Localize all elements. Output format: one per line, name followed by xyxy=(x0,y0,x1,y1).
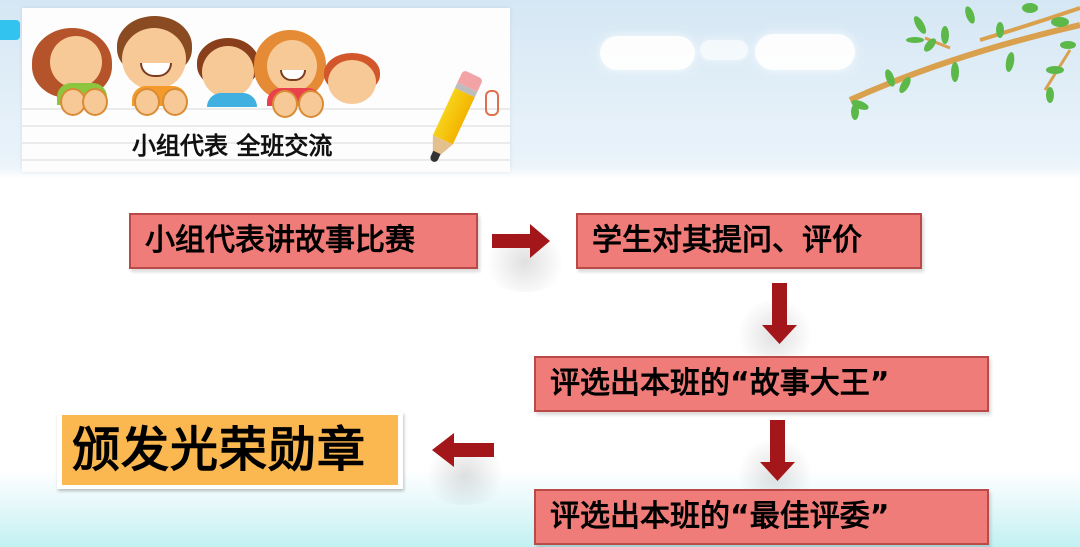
child-face xyxy=(202,46,254,98)
result-label: 颁发光荣勋章 xyxy=(62,415,398,485)
flow-step-4: 评选出本班的“最佳评委” xyxy=(534,489,989,545)
flow-step-label: 评选出本班的“故事大王” xyxy=(550,366,890,401)
child-face xyxy=(122,28,186,90)
cloud xyxy=(700,40,748,60)
banner-title: 小组代表 全班交流 xyxy=(132,132,333,160)
child-hand xyxy=(162,88,188,116)
flow-step-1: 小组代表讲故事比赛 xyxy=(129,213,478,269)
child-face xyxy=(267,40,317,92)
flow-step-label: 小组代表讲故事比赛 xyxy=(145,223,415,258)
arrow-down-icon xyxy=(760,420,795,481)
arrow-left-icon xyxy=(432,433,494,467)
cloud xyxy=(600,36,695,70)
tree-branch-illustration xyxy=(848,3,1080,120)
flow-step-3: 评选出本班的“故事大王” xyxy=(534,356,989,412)
result-badge: 颁发光荣勋章 xyxy=(57,412,403,489)
flow-step-2: 学生对其提问、评价 xyxy=(576,213,922,269)
child-hand xyxy=(60,88,86,116)
child-hand xyxy=(82,88,108,116)
flow-step-label: 学生对其提问、评价 xyxy=(592,223,862,258)
child-face xyxy=(328,60,376,104)
decor-strip xyxy=(0,20,20,40)
child-face xyxy=(50,36,102,88)
child-shirt xyxy=(207,93,257,107)
child-hand xyxy=(272,90,298,118)
flow-step-label: 评选出本班的“最佳评委” xyxy=(550,499,890,534)
child-hand xyxy=(298,90,324,118)
cloud xyxy=(755,34,855,70)
child-hand xyxy=(134,88,160,116)
arrow-right-icon xyxy=(492,224,550,258)
paperclip-icon xyxy=(485,90,499,116)
arrow-down-icon xyxy=(762,283,797,344)
header-banner: 小组代表 全班交流 xyxy=(22,8,510,172)
